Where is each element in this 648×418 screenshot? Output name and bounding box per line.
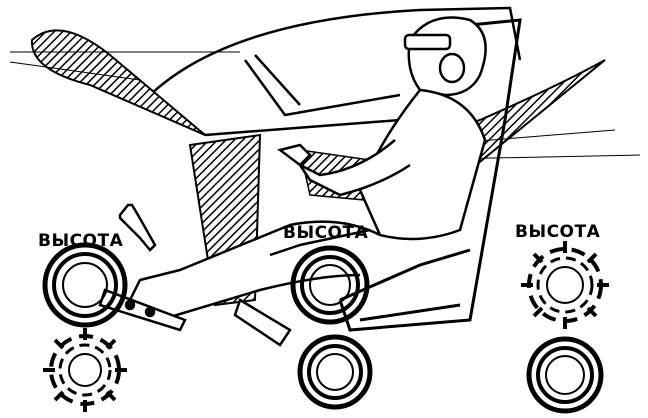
dial-dashed-icon xyxy=(521,241,609,329)
control-stick-icon xyxy=(118,143,312,252)
dial-solid-icon xyxy=(42,242,128,328)
dial-solid-icon xyxy=(297,334,373,410)
left-wing-fin xyxy=(9,29,240,136)
dial-dashed-icon xyxy=(43,328,127,412)
altitude-label-left: ВЫСОТА xyxy=(38,231,124,251)
dial-solid-icon xyxy=(526,336,604,414)
altitude-label-right: ВЫСОТА xyxy=(515,222,601,242)
altitude-label-center: ВЫСОТА xyxy=(283,223,369,243)
dial-solid-icon xyxy=(290,245,370,325)
pilot-figure-icon xyxy=(128,16,487,322)
